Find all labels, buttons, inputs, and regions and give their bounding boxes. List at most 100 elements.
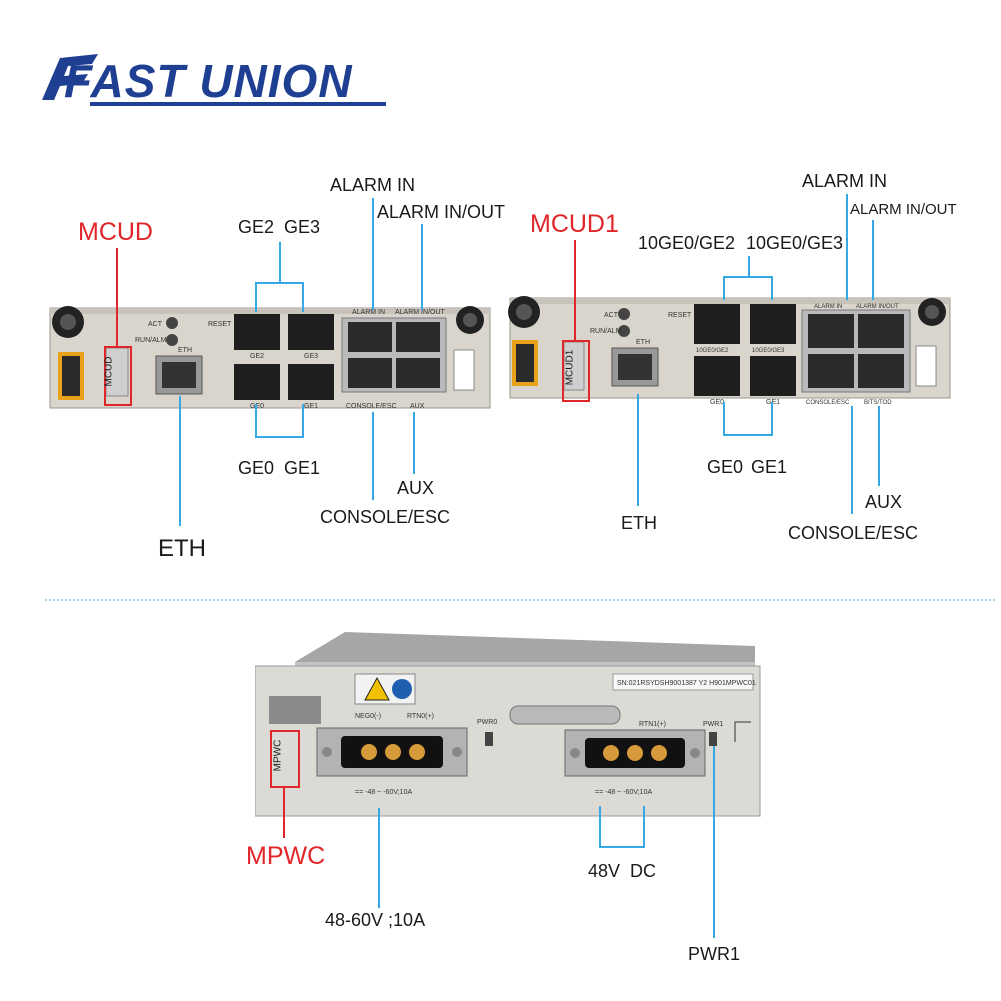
mpwc-title: MPWC	[246, 842, 326, 870]
mcud1-label-console-esc: CONSOLE/ESC	[788, 523, 919, 543]
mcud1-label-ge-top: 10GE0/GE2	[638, 233, 736, 253]
logo-underline	[90, 102, 386, 106]
mcud-label-ge3: GE3	[284, 217, 321, 237]
mcud1-pointer-ge0	[723, 402, 725, 436]
mcud1-pointer-alarm-in	[846, 194, 848, 300]
mcud-pointer-alarm-in	[372, 198, 374, 310]
mcud-bracket-ge-bottom	[255, 436, 304, 438]
mcud-pointer-ge1	[302, 404, 304, 438]
mcud1-silk-console-esc: CONSOLE/ESC	[806, 400, 850, 406]
mcud1-silk-bits-tod: BITS/TOD	[864, 400, 892, 406]
mcud-pointer-eth	[179, 396, 181, 526]
mpwc-silk-rtn0: RTN0(+)	[407, 713, 434, 720]
mcud1-silk-alarm-in: ALARM IN	[814, 304, 842, 310]
mcud1-pointer-aux	[878, 406, 880, 486]
mcud1-board-label: MCUD1	[564, 349, 576, 386]
mpwc-pointer-dc-right	[643, 806, 645, 848]
mcud1-pointer-ge-top-left	[723, 276, 725, 300]
mcud-highlight-box	[104, 346, 132, 406]
mcud-label-alarm-in: ALARM IN	[330, 175, 416, 195]
mcud-silk-reset: RESET	[208, 321, 232, 328]
mpwc-board-label: MPWC	[272, 739, 284, 772]
mcud-silk-eth: ETH	[178, 347, 192, 354]
mcud-label-ge2: GE2	[238, 217, 275, 237]
mcud-pointer-ge3	[302, 282, 304, 312]
mcud1-bracket-ge-top	[723, 276, 773, 278]
mpwc-title-pointer	[283, 786, 285, 838]
mcud-label-console-esc: CONSOLE/ESC	[320, 507, 451, 527]
mcud1-bracket-ge-bottom	[723, 434, 773, 436]
mpwc-board-image: SN:021RSYDSH9001387 Y2 H901MPWC01 NEG0(-…	[255, 632, 761, 817]
mcud1-pointer-ge-top-right	[771, 276, 773, 300]
mpwc-label-dc: 48V DC	[588, 861, 657, 881]
mcud1-silk-ge1: GE1	[766, 399, 780, 406]
mpwc-silk-pwr0: PWR0	[477, 719, 497, 726]
mcud-title: MCUD	[78, 218, 153, 246]
mcud-silk-ge0: GE0	[250, 403, 264, 410]
mcud1-pointer-alarm-in-out	[872, 220, 874, 300]
mcud1-label-alarm-in: ALARM IN	[802, 171, 888, 191]
mcud-silk-console-esc: CONSOLE/ESC	[346, 403, 397, 410]
mcud-silk-alarm-in: ALARM IN	[352, 309, 385, 316]
mcud1-title-pointer	[574, 240, 576, 342]
mcud1-pointer-ge1	[771, 402, 773, 436]
mcud-label-aux: AUX	[397, 478, 435, 498]
mcud-silk-act: ACT	[148, 321, 163, 328]
mcud1-label-ge1: GE1	[751, 457, 788, 477]
mpwc-silk-rtn1: RTN1(+)	[639, 721, 666, 728]
mpwc-pointer-rating	[378, 808, 380, 908]
mcud1-label-eth: ETH	[621, 513, 657, 533]
mcud-silk-aux: AUX	[410, 403, 425, 410]
mcud-silk-ge2: GE2	[250, 353, 264, 360]
mcud-label-ge1: GE1	[284, 458, 321, 478]
mcud1-pointer-ge-top	[748, 256, 750, 278]
mpwc-silk-rating0: == -48 ~ -60V;10A	[355, 789, 412, 796]
mcud1-board-image: ACT RUN/ALM RESET ETH 10GE0/GE2 10GE0/GE…	[508, 296, 951, 406]
mcud1-highlight-box	[562, 340, 590, 402]
mcud-pointer-aux	[413, 412, 415, 474]
mcud1-label-ge-top2: 10GE0/GE3	[746, 233, 844, 253]
section-divider	[45, 599, 995, 601]
mcud1-pointer-console-esc	[851, 406, 853, 514]
mcud-board-label: MCUD	[103, 356, 115, 387]
mcud1-title: MCUD1	[530, 210, 619, 238]
mcud-silk-ge1: GE1	[304, 403, 318, 410]
mcud1-silk-alarm-in-out: ALARM IN/OUT	[856, 304, 899, 310]
mpwc-silk-neg0: NEG0(-)	[355, 713, 381, 720]
mcud1-label-aux: AUX	[865, 492, 903, 512]
mcud-silk-alarm-in-out: ALARM IN/OUT	[395, 309, 446, 316]
mcud-pointer-console-esc	[372, 412, 374, 500]
brand-name: FAST UNION	[64, 55, 353, 107]
mpwc-silk-pwr1: PWR1	[703, 721, 723, 728]
mpwc-highlight-box	[270, 730, 300, 788]
mcud-title-pointer	[116, 248, 118, 348]
mcud-label-eth: ETH	[158, 535, 206, 562]
brand-logo: FAST UNION	[30, 50, 390, 110]
mpwc-label-pwr1: PWR1	[688, 944, 741, 964]
mcud-label-alarm-in-out: ALARM IN/OUT	[377, 202, 506, 222]
mcud1-silk-run-alm: RUN/ALM	[590, 328, 622, 335]
mcud-board-image: ACT RUN/ALM RESET ETH GE2 GE3 GE0 GE1 AL…	[49, 306, 491, 410]
mcud-pointer-ge0	[255, 404, 257, 438]
mcud1-silk-ge0: GE0	[710, 399, 724, 406]
mpwc-pointer-pwr1	[713, 746, 715, 938]
mcud-label-ge0: GE0	[238, 458, 275, 478]
logo-swoosh-icon	[42, 54, 98, 100]
mpwc-pointer-dc-left	[599, 806, 601, 848]
mcud1-silk-ge-top2: 10GE0/GE3	[752, 348, 785, 354]
mcud1-label-ge0: GE0	[707, 457, 744, 477]
mcud-pointer-alarm-in-out	[421, 224, 423, 310]
mcud-silk-run-alm: RUN/ALM	[135, 337, 167, 344]
mcud-bracket-ge-top	[255, 282, 304, 284]
mcud1-pointer-eth	[637, 394, 639, 506]
mpwc-silk-serial: SN:021RSYDSH9001387 Y2 H901MPWC01	[617, 680, 756, 687]
mcud-silk-ge3: GE3	[304, 353, 318, 360]
mcud1-silk-eth: ETH	[636, 339, 650, 346]
mcud-pointer-ge2	[255, 282, 257, 312]
mpwc-label-rating: 48-60V ;10A	[325, 910, 426, 930]
mpwc-bracket-dc	[599, 846, 645, 848]
mcud1-silk-reset: RESET	[668, 312, 692, 319]
mcud1-label-alarm-in-out: ALARM IN/OUT	[850, 201, 957, 218]
mcud1-silk-ge-top: 10GE0/GE2	[696, 348, 729, 354]
mcud-pointer-ge-top	[279, 242, 281, 282]
